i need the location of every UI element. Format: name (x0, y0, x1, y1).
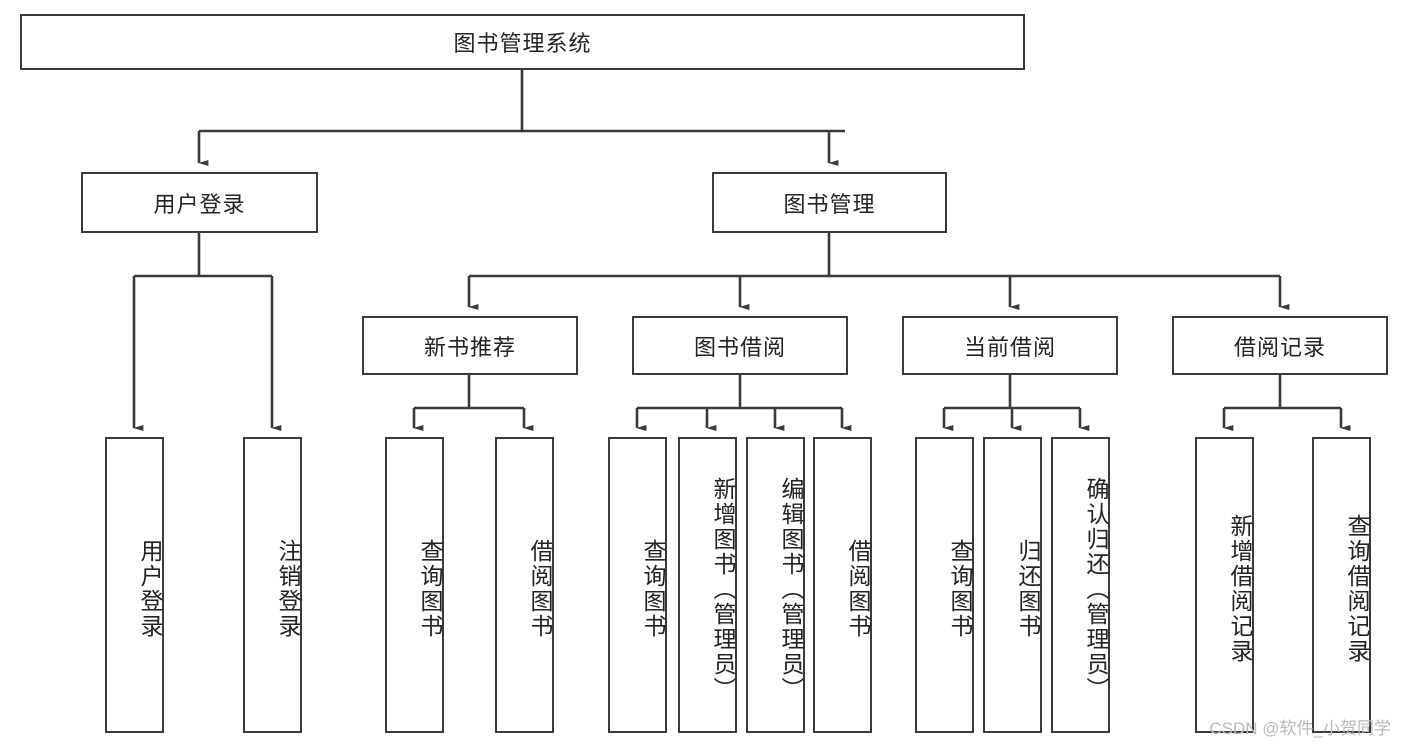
leaf-borrow-edit-book-admin-label: 编辑图书（管理员） (778, 476, 804, 702)
leaf-records-add-record[interactable]: 新增借阅记录 (1195, 437, 1254, 733)
node-user-login-label: 用户登录 (153, 191, 246, 217)
leaf-borrow-query-book-label: 查询图书 (640, 539, 666, 639)
node-current-borrow-label: 当前借阅 (963, 334, 1056, 360)
node-book-borrow-label: 图书借阅 (693, 334, 786, 360)
leaf-borrow-borrow-book[interactable]: 借阅图书 (813, 437, 872, 733)
leaf-current-confirm-return-admin[interactable]: 确认归还（管理员） (1051, 437, 1110, 733)
node-book-management-label: 图书管理 (783, 191, 876, 217)
leaf-user-login-login-label: 用户登录 (137, 539, 163, 639)
node-current-borrow[interactable]: 当前借阅 (902, 316, 1118, 375)
leaf-recommend-borrow-book-label: 借阅图书 (527, 539, 553, 639)
leaf-user-login-login[interactable]: 用户登录 (105, 437, 164, 733)
node-borrow-records-label: 借阅记录 (1233, 334, 1326, 360)
leaf-recommend-query-book[interactable]: 查询图书 (385, 437, 444, 733)
node-root-system-label: 图书管理系统 (453, 31, 592, 56)
leaf-user-login-logout[interactable]: 注销登录 (243, 437, 302, 733)
leaf-current-query-book[interactable]: 查询图书 (915, 437, 974, 733)
leaf-recommend-query-book-label: 查询图书 (417, 539, 443, 639)
node-user-login[interactable]: 用户登录 (81, 172, 318, 233)
leaf-current-return-book[interactable]: 归还图书 (983, 437, 1042, 733)
leaf-records-query-record[interactable]: 查询借阅记录 (1312, 437, 1371, 733)
leaf-user-login-logout-label: 注销登录 (275, 539, 301, 639)
leaf-recommend-borrow-book[interactable]: 借阅图书 (495, 437, 554, 733)
node-book-management[interactable]: 图书管理 (712, 172, 947, 233)
leaf-records-add-record-label: 新增借阅记录 (1227, 514, 1253, 664)
node-book-borrow[interactable]: 图书借阅 (632, 316, 848, 375)
leaf-records-query-record-label: 查询借阅记录 (1344, 514, 1370, 664)
leaf-borrow-add-book-admin[interactable]: 新增图书（管理员） (678, 437, 737, 733)
leaf-borrow-borrow-book-label: 借阅图书 (845, 539, 871, 639)
leaf-current-confirm-return-admin-label: 确认归还（管理员） (1083, 476, 1109, 702)
leaf-current-query-book-label: 查询图书 (947, 539, 973, 639)
leaf-borrow-add-book-admin-label: 新增图书（管理员） (710, 476, 736, 702)
node-new-book-recommend-label: 新书推荐 (423, 334, 516, 360)
node-new-book-recommend[interactable]: 新书推荐 (362, 316, 578, 375)
leaf-borrow-edit-book-admin[interactable]: 编辑图书（管理员） (746, 437, 805, 733)
leaf-borrow-query-book[interactable]: 查询图书 (608, 437, 667, 733)
node-borrow-records[interactable]: 借阅记录 (1172, 316, 1388, 375)
leaf-current-return-book-label: 归还图书 (1015, 539, 1041, 639)
node-root-system[interactable]: 图书管理系统 (20, 14, 1025, 70)
